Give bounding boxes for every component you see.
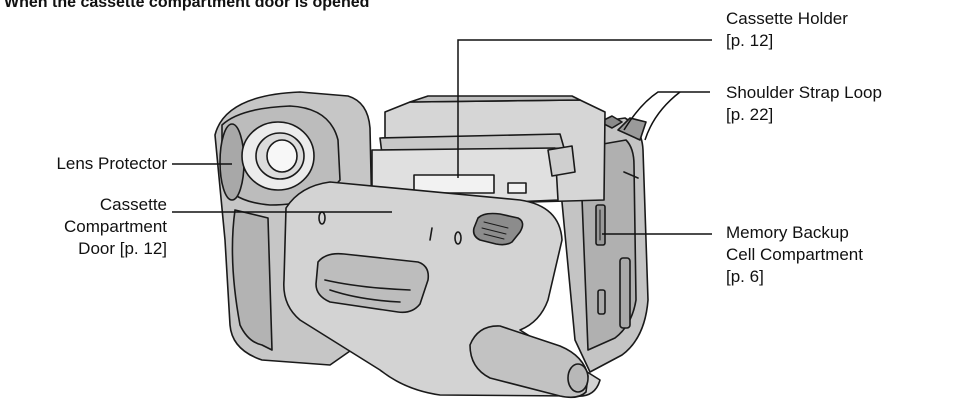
callout-cassette-holder: Cassette Holder [p. 12] <box>726 9 848 50</box>
callout-shoulder-strap-loop: Shoulder Strap Loop [p. 22] <box>726 83 882 124</box>
callout-cassette-compartment-door: Cassette Compartment Door [p. 12] <box>64 195 167 258</box>
camera-lens-glass <box>266 139 298 173</box>
door-latch <box>472 212 524 246</box>
lens-protector-shape <box>219 123 245 201</box>
callout-lens-protector: Lens Protector <box>56 154 167 173</box>
callout-memory-backup-cell: Memory Backup Cell Compartment [p. 6] <box>726 223 863 286</box>
diagram-heading: When the cassette compartment door is op… <box>4 0 370 11</box>
